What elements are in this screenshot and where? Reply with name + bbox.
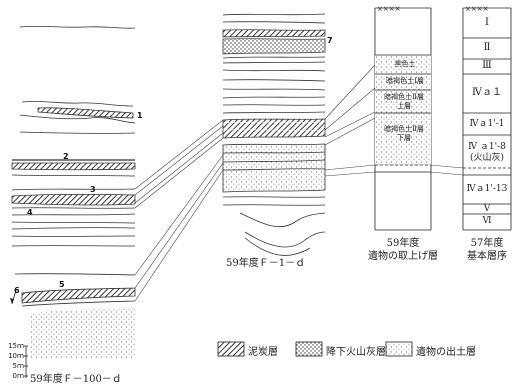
column-1-frame: ×××× [374,5,432,231]
scale-label-5m: 5ｍ [12,362,24,370]
layer-number-7: 7 [327,36,333,45]
scale-label-10m: 10ｍ [8,352,24,360]
correlation-lines [134,64,464,302]
col2-layer-IVa1: Ⅳａ１ [472,87,502,98]
legend-artifact-swatch [385,341,413,357]
column-2-frame: ×××× [462,5,512,231]
left-layer-5-hatch [21,287,136,304]
left-layer-1-hatch [37,107,134,119]
col2-layer-III: Ⅲ [482,60,492,71]
left-section-title: 59年度Ｆ－100－ｄ [30,374,122,385]
col2-layer-IVa1-13: Ⅳａ1'-13 [466,184,508,194]
legend-peat-swatch [217,341,245,357]
col1-layer-black-soil: 黒色土 [394,60,416,68]
layer-number-5: 5 [59,280,65,289]
col1-layer-dark-brown-1: 暗褐色土Ⅰ層 [386,77,424,85]
left-section [10,25,136,378]
col2-layer-IVa1-8: Ⅳ ａ1'-8 [468,142,506,152]
layer-number-4: 4 [27,208,33,217]
col1-layer-dark-brown-2-lower: 暗褐色土Ⅱ層下層 [384,125,424,142]
legend-artifact-label: 遺物の出土層 [416,347,476,358]
layer-number-6: 6 [14,286,20,295]
column-1-title-year: 59年度 [386,238,420,249]
mid-artifact-layer [222,143,326,193]
mid-layer-7-hatch [222,29,326,38]
legend-peat-label: 泥炭層 [248,347,278,358]
left-layer-3-hatch [11,193,136,206]
mid-layer-7-ash [222,38,326,55]
column-2-title-year: 57年度 [470,238,504,249]
col2-layer-I: Ⅰ [485,17,489,28]
column-2-title: 基本層序 [467,251,507,262]
layer-number-1: 1 [137,111,143,120]
svg-text:××××: ×××× [465,5,488,13]
middle-section [222,13,326,256]
column-1-title: 遺物の取上げ層 [368,251,438,262]
legend-swatches [217,341,413,357]
legend-ash-label: 降下火山灰層 [326,347,386,358]
middle-section-title: 59年度Ｆ－1－ｄ [226,258,306,269]
col2-layer-II: Ⅱ [483,42,491,53]
left-artifact-layer [30,307,135,358]
scale-label-15m: 15ｍ [8,342,24,350]
layer-number-3: 3 [90,185,96,194]
col1-layer-dark-brown-2-upper: 暗褐色土Ⅱ層上層 [384,93,424,110]
mid-peat-band [222,118,326,139]
col2-layer-volcanic-ash: (火山灰) [469,153,505,163]
left-layer-2-hatch [11,162,136,171]
layer-number-2: 2 [63,152,69,161]
col2-layer-VI: Ⅵ [482,216,492,226]
svg-text:××××: ×××× [377,5,400,13]
legend-ash-swatch [295,341,323,357]
scale-label-0m: 0ｍ [12,372,24,380]
col2-layer-V: Ⅴ [483,204,491,214]
col2-layer-IVa1-1: Ⅳａ1'-1 [469,119,505,129]
